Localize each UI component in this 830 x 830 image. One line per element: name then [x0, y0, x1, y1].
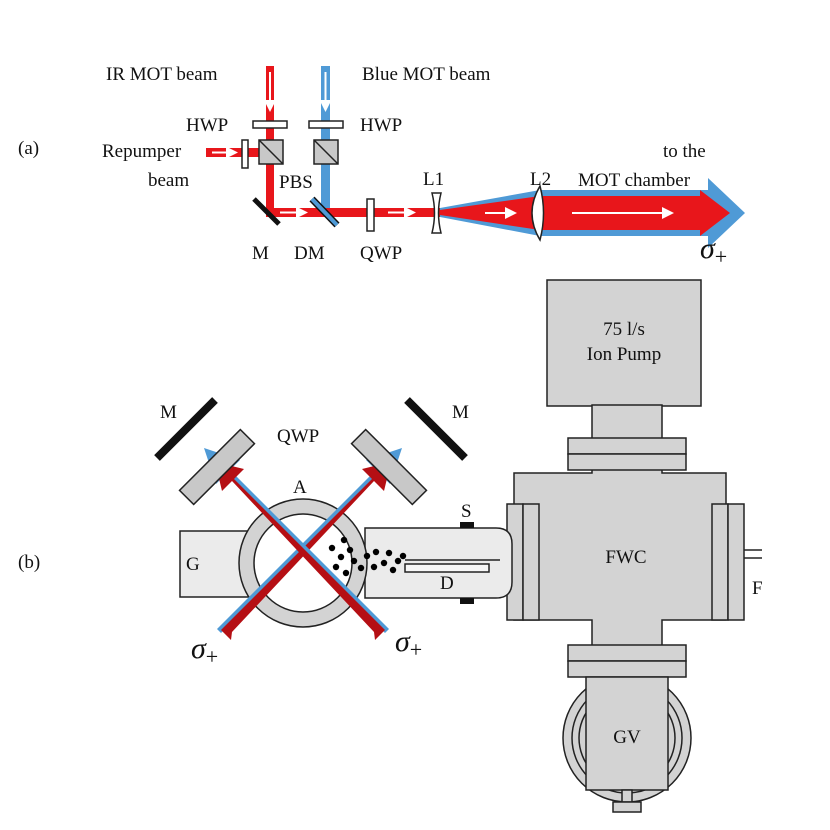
d-label: D [440, 573, 454, 594]
panel-b: (b) 75 l/s Ion Pump FWC [18, 279, 763, 813]
pbs-label: PBS [279, 172, 313, 193]
dichroic-mirror [310, 197, 339, 227]
gate-valve-stem [621, 789, 633, 803]
mirror-left [154, 397, 218, 461]
qwp-a-label: QWP [360, 243, 402, 264]
hwp-right-label: HWP [360, 115, 402, 136]
hwp-left [252, 120, 288, 129]
g-label: G [186, 554, 200, 575]
ion-pump-label-1: 75 l/s [603, 319, 645, 340]
panel-a: (a) [18, 64, 745, 269]
dispenser [404, 563, 490, 573]
ion-pump-label-2: Ion Pump [587, 344, 661, 365]
l2-label: L2 [530, 169, 551, 190]
sigma-plus-right: σ+ [395, 625, 422, 662]
mirror-right [404, 397, 468, 461]
blue-mot-beam-vertical [321, 66, 330, 212]
f-label: F [752, 578, 763, 599]
flange-right [711, 503, 745, 621]
hwp-right [308, 120, 344, 129]
oven-arm [364, 527, 513, 599]
qwp-left [178, 428, 256, 506]
mirror-a [252, 197, 281, 226]
pbs-left [258, 139, 284, 165]
blue-beam-label: Blue MOT beam [362, 64, 491, 85]
gate-valve-knob [612, 801, 642, 813]
s-label: S [461, 501, 472, 522]
mot-beam-2 [204, 448, 389, 640]
repumper-label-2: beam [148, 170, 189, 191]
sigma-plus-left: σ+ [191, 632, 218, 669]
s-marker-bottom [460, 598, 474, 604]
sigma-plus-a: σ+ [700, 232, 727, 269]
aperture-label: A [293, 477, 307, 498]
mirror-right-label: M [452, 402, 469, 423]
chamber-window [253, 513, 353, 613]
destination-label-2: MOT chamber [578, 170, 691, 191]
fwc-label: FWC [605, 547, 646, 568]
qwp-b-label: QWP [277, 426, 319, 447]
mirror-left-label: M [160, 402, 177, 423]
gv-label: GV [613, 727, 641, 748]
dm-label: DM [294, 243, 325, 264]
l1-label: L1 [423, 169, 444, 190]
lens-l1 [431, 192, 442, 234]
ir-mot-beam-vertical [266, 66, 274, 212]
panel-a-label: (a) [18, 138, 39, 159]
qwp-right [350, 428, 428, 506]
repumper-label-1: Repumper [102, 141, 182, 162]
ir-beam-horizontal [266, 208, 441, 217]
flange-top [567, 437, 687, 471]
ir-beam-label: IR MOT beam [106, 64, 218, 85]
mirror-a-label: M [252, 243, 269, 264]
atom-cloud [328, 536, 407, 577]
flange-bottom [567, 644, 687, 678]
panel-b-label: (b) [18, 552, 40, 573]
gate-valve-body [585, 676, 669, 791]
pbs-right [313, 139, 339, 165]
ion-pump [546, 279, 702, 407]
hwp-left-label: HWP [186, 115, 228, 136]
qwp-a [366, 198, 375, 232]
repumper-plate [241, 139, 249, 169]
s-marker-top [460, 522, 474, 528]
lens-l2 [531, 184, 545, 242]
destination-label-1: to the [663, 141, 706, 162]
